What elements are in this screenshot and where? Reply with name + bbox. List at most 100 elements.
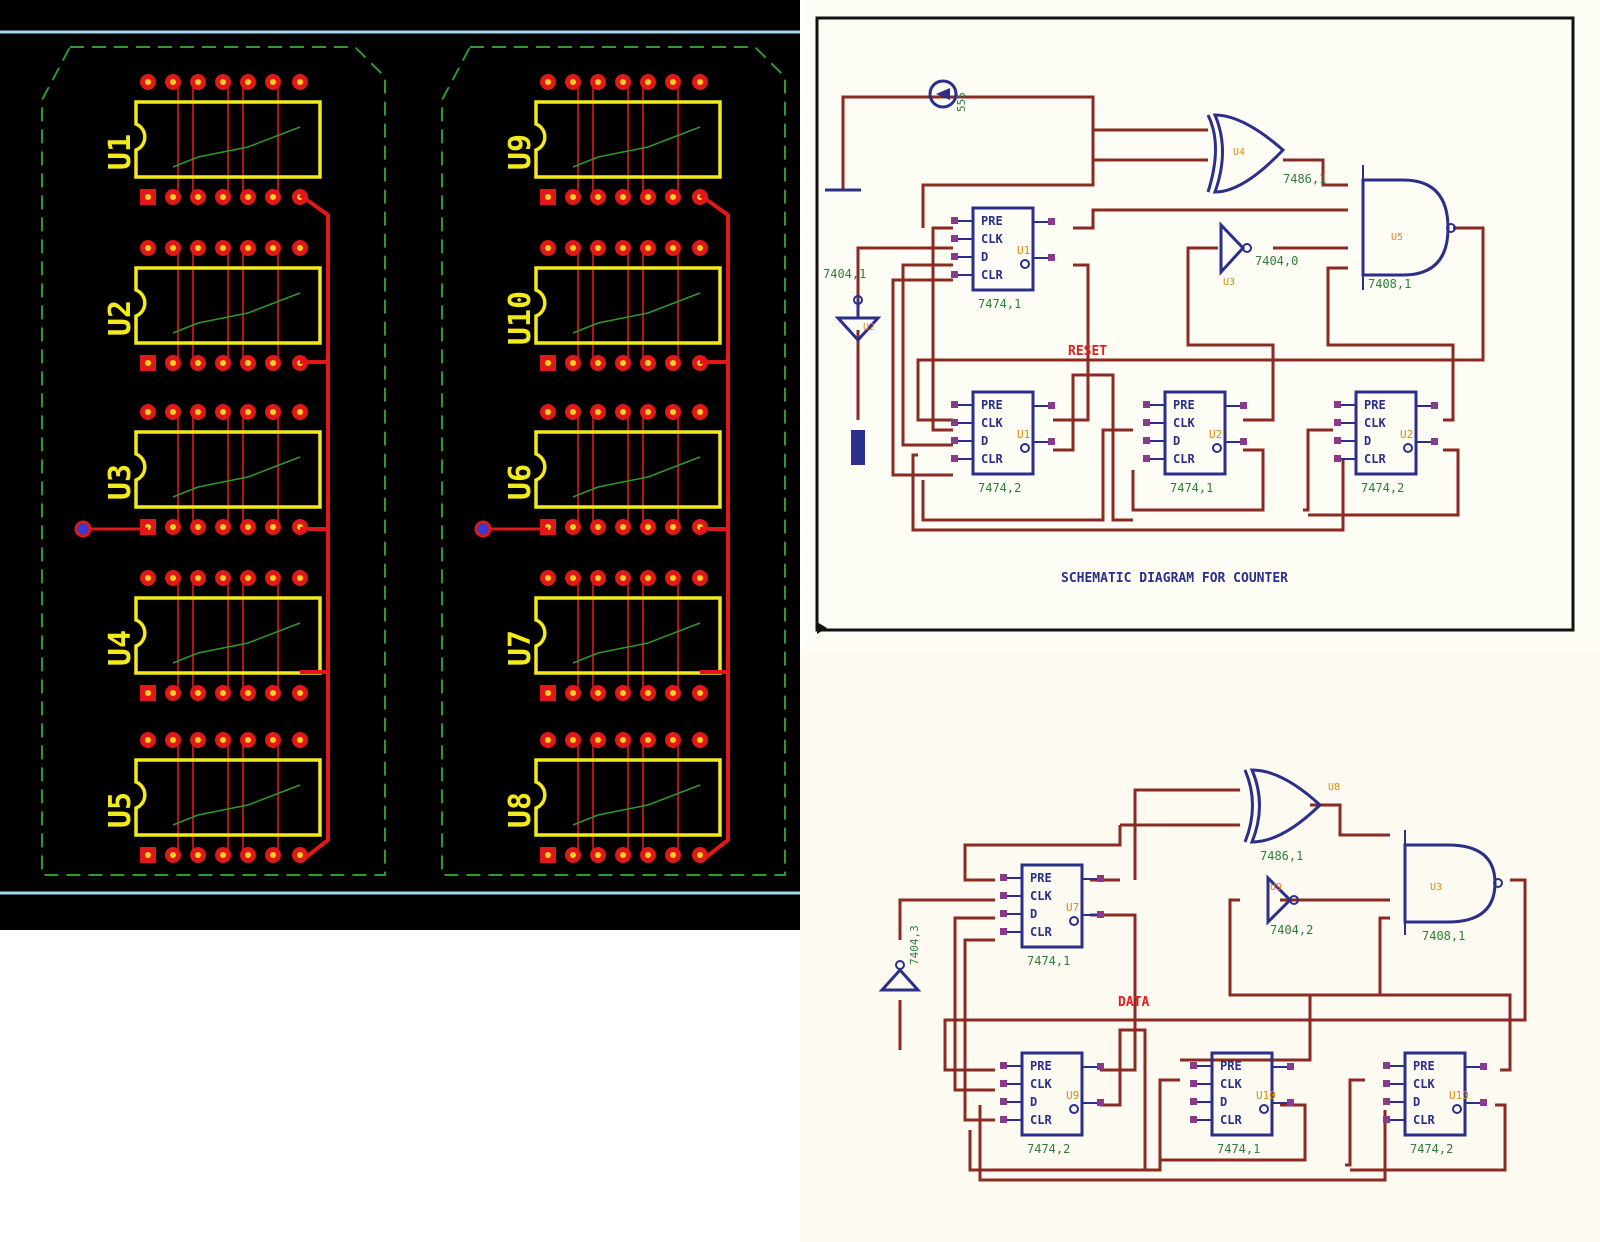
part-label: 7404,0 (1255, 254, 1298, 268)
pin-label: PRE (1220, 1059, 1242, 1073)
svg-text:U3: U3 (1430, 882, 1442, 893)
inverter-u3: U3 7404,0 (1219, 221, 1298, 288)
pin-label: CLK (1173, 416, 1195, 430)
pin-label: PRE (1030, 871, 1052, 885)
pin-label: CLR (1030, 1113, 1052, 1127)
pin-label: PRE (981, 398, 1003, 412)
wires-bottom (898, 788, 1527, 1182)
ff-part: 7474,2 (1027, 1142, 1070, 1156)
pin-label: CLR (981, 452, 1003, 466)
ff-part: 7474,1 (1027, 954, 1070, 968)
schematic-bottom-panel: 7404,3 U8 7486,1 U3 7408,1 U9 7404,2 PRE… (800, 650, 1600, 1242)
board-outline-right (441, 46, 786, 876)
part-label: 7404,1 (823, 267, 866, 281)
chip-column-right (534, 74, 730, 864)
chip-silkscreen (134, 758, 322, 837)
chip-label: U4 (103, 630, 138, 666)
via-right (474, 520, 492, 538)
chip-label: U6 (503, 464, 538, 500)
pin-label: PRE (1173, 398, 1195, 412)
pin-label: CLK (1364, 416, 1386, 430)
pin-label: CLR (981, 268, 1003, 282)
schematic-caption: SCHEMATIC DIAGRAM FOR COUNTER (1061, 571, 1288, 586)
schematic-top-canvas: 555 U2 7404,1 U4 7486,1 U5 7408,1 (815, 16, 1575, 634)
chip-label: U1 (103, 134, 138, 170)
part-label: 7486,1 (1260, 849, 1303, 863)
chip-label: U7 (503, 630, 538, 666)
pin-label: D (1173, 434, 1180, 448)
chip-silkscreen (134, 596, 322, 675)
chip-label: U9 (503, 134, 538, 170)
chip-column-left (134, 74, 330, 864)
chip-silkscreen (534, 758, 722, 837)
ff-part: 7474,2 (1410, 1142, 1453, 1156)
sheet-corner-marker (817, 622, 827, 634)
chip-label: U8 (503, 792, 538, 828)
ff-ref: U1 (1017, 428, 1030, 441)
ff-part: 7474,2 (978, 481, 1021, 495)
ff-part: 7474,2 (1361, 481, 1404, 495)
pin-label: CLK (1030, 1077, 1052, 1091)
pin-label: D (1030, 1095, 1037, 1109)
part-label: 7408,1 (1422, 929, 1465, 943)
flip-flop: PRE CLK D CLR U2 7474,1 (1143, 390, 1247, 495)
clock-source-555: 555 (928, 79, 968, 112)
part-label: 7404,3 (908, 925, 921, 965)
pin-label: CLK (1220, 1077, 1242, 1091)
chip-label: U10 (503, 291, 538, 345)
chip-silkscreen (134, 266, 322, 345)
chip-silkscreen (534, 430, 722, 509)
xor-gate-u8: U8 7486,1 (1243, 768, 1340, 863)
pin-label: CLR (1220, 1113, 1242, 1127)
pin-label: CLR (1030, 925, 1052, 939)
and-gate-u3: U3 7408,1 (1403, 830, 1503, 943)
ff-ref: U10 (1256, 1089, 1276, 1102)
inverter-u4: 7404,3 (878, 925, 922, 992)
schematic-bottom-canvas: 7404,3 U8 7486,1 U3 7408,1 U9 7404,2 PRE… (878, 768, 1527, 1182)
pin-label: D (1030, 907, 1037, 921)
pin-label: CLR (1173, 452, 1195, 466)
chip-silkscreen (534, 266, 722, 345)
ff-ref: U2 (1400, 428, 1413, 441)
ff-ref: U10 (1449, 1089, 1469, 1102)
ff-ref: U9 (1066, 1089, 1079, 1102)
ff-ref: U2 (1209, 428, 1222, 441)
part-label: 7404,2 (1270, 923, 1313, 937)
pin-label: PRE (981, 214, 1003, 228)
flip-flops-top: PRE CLK D CLR U1 7474,1 PRE CLK D CLR U1 7474,2 PRE C… (951, 206, 1438, 495)
chip-label: U2 (103, 300, 138, 336)
pin-label: D (981, 434, 988, 448)
chip-silkscreen (134, 430, 322, 509)
pin-label: PRE (1030, 1059, 1052, 1073)
input-connector (851, 430, 865, 465)
flip-flop: PRE CLK D CLR U9 7474,2 (1000, 1051, 1104, 1156)
ff-ref: U1 (1017, 244, 1030, 257)
schematic-top-panel: 555 U2 7404,1 U4 7486,1 U5 7408,1 (803, 0, 1600, 650)
pin-label: D (1220, 1095, 1227, 1109)
pin-label: PRE (1364, 398, 1386, 412)
pin-label: CLK (1413, 1077, 1435, 1091)
chip-label: U5 (103, 792, 138, 828)
chip-silkscreen (134, 100, 322, 179)
pin-label: CLR (1364, 452, 1386, 466)
via-left (74, 520, 92, 538)
chip-silkscreen (534, 100, 722, 179)
ff-part: 7474,1 (1170, 481, 1213, 495)
chip-silkscreen (534, 596, 722, 675)
clock-label: 555 (955, 92, 968, 112)
xor-gate-u4: U4 7486,1 (1206, 113, 1326, 194)
chip-label: U3 (103, 464, 138, 500)
inverter-u9: U9 7404,2 (1266, 874, 1313, 937)
sheet-border (815, 16, 1575, 632)
pin-label: CLK (1030, 889, 1052, 903)
part-label: 7486,1 (1283, 172, 1326, 186)
pin-label: CLR (1413, 1113, 1435, 1127)
flip-flops-bottom: PRECLKDCLRU77474,1PRECLKDCLRU97474,2PREC… (1000, 863, 1487, 1156)
pin-label: CLK (981, 232, 1003, 246)
